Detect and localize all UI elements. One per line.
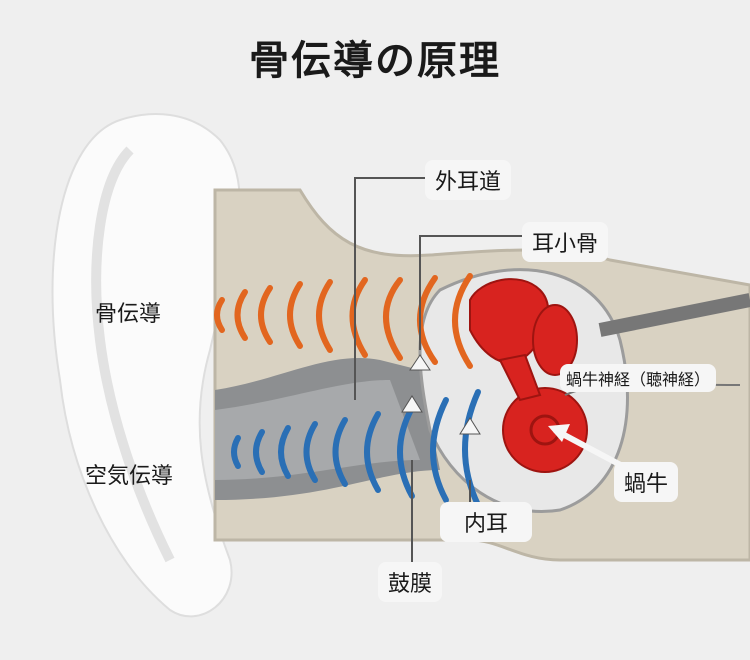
outer-ear [51, 113, 241, 618]
label-inner-ear: 内耳 [440, 502, 533, 542]
label-bone-conduction: 骨伝導 [95, 302, 162, 327]
page-title: 骨伝導の原理 [249, 37, 501, 84]
label-air-conduction: 空気伝導 [85, 464, 174, 489]
cochlea-illustration [469, 278, 588, 473]
label-cochlear-nerve: 蝸牛神経（聴神経） [560, 364, 717, 392]
label-outer-ear-canal: 外耳道 [425, 160, 512, 200]
label-eardrum: 鼓膜 [378, 562, 443, 602]
label-ossicles: 耳小骨 [522, 222, 609, 262]
label-cochlea: 蝸牛 [614, 462, 679, 502]
air-conduction-waves [231, 389, 481, 508]
